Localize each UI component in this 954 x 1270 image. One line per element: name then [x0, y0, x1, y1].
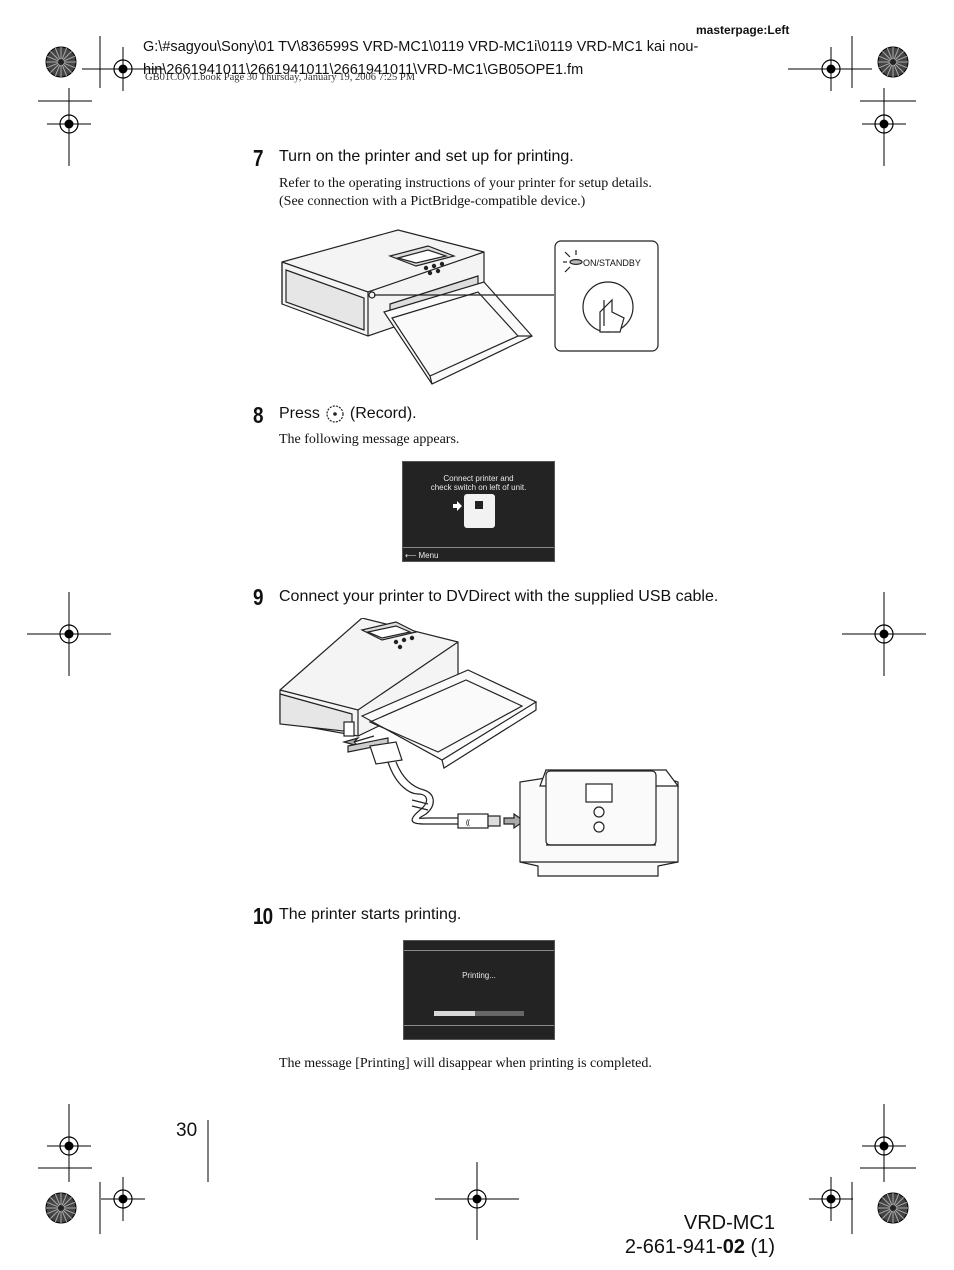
screen-menu-hint: ⟵ Menu: [405, 551, 438, 560]
step-9-heading: Connect your printer to DVDirect with th…: [279, 588, 719, 605]
book-info-line: GB01COV1.book Page 30 Thursday, January …: [145, 72, 416, 83]
file-path-line-2: hin\2661941011\2661941011\2661941011\VRD…: [143, 62, 584, 78]
record-button-icon: [326, 405, 344, 423]
model-name: VRD-MC1: [683, 1212, 775, 1234]
screen-divider: [403, 547, 554, 548]
screen-bottom-divider: [404, 1025, 554, 1026]
page-number: 30: [176, 1120, 198, 1141]
printing-message: Printing...: [462, 971, 496, 980]
step-8-heading: Press (Record).: [279, 405, 417, 423]
progress-fill: [434, 1011, 475, 1016]
screen-message-line-2: check switch on left of unit.: [430, 483, 527, 492]
step-8-heading-suffix: (Record).: [349, 405, 417, 422]
file-path-line-1: G:\#sagyou\Sony\01 TV\836599S VRD-MC1\01…: [143, 39, 699, 55]
part-number: 2-661-941-02 (1): [560, 1236, 775, 1259]
screen-menu-label: Menu: [418, 551, 439, 560]
step-9-number: 9: [253, 584, 263, 610]
step-10-heading: The printer starts printing.: [279, 906, 462, 923]
usb-connection-illustration: ⸨: [279, 618, 680, 877]
step-7-heading: Turn on the printer and set up for print…: [279, 148, 574, 165]
switch-icon: [464, 494, 495, 528]
step-10-number: 10: [253, 903, 273, 929]
back-arrow-icon: ⟵: [405, 551, 417, 560]
step-8-heading-prefix: Press: [279, 405, 320, 422]
progress-track: [434, 1011, 524, 1016]
step-8-number: 8: [253, 402, 263, 428]
step-7-body-line-2: (See connection with a PictBridge-compat…: [279, 194, 586, 209]
printer-power-illustration: ON/STANDBY: [281, 229, 659, 385]
step-10-note: The message [Printing] will disappear wh…: [279, 1056, 652, 1071]
screen-top-divider: [404, 950, 554, 951]
screen-message-line-1: Connect printer and: [443, 474, 514, 483]
part-number-bold: 02: [722, 1236, 745, 1258]
masterpage-label: masterpage:Left: [696, 23, 790, 37]
connect-printer-screen: Connect printer and check switch on left…: [402, 461, 555, 562]
step-7-body-line-1: Refer to the operating instructions of y…: [279, 176, 652, 191]
on-standby-label: ON/STANDBY: [583, 258, 641, 268]
part-number-prefix: 2-661-941-: [624, 1236, 723, 1258]
part-number-suffix: (1): [745, 1236, 775, 1258]
svg-text:⸨: ⸨: [466, 818, 470, 827]
arrow-right-icon: [452, 498, 462, 511]
printing-screen: Printing...: [403, 940, 555, 1040]
step-8-body-line-1: The following message appears.: [279, 432, 460, 447]
step-7-number: 7: [253, 145, 263, 171]
